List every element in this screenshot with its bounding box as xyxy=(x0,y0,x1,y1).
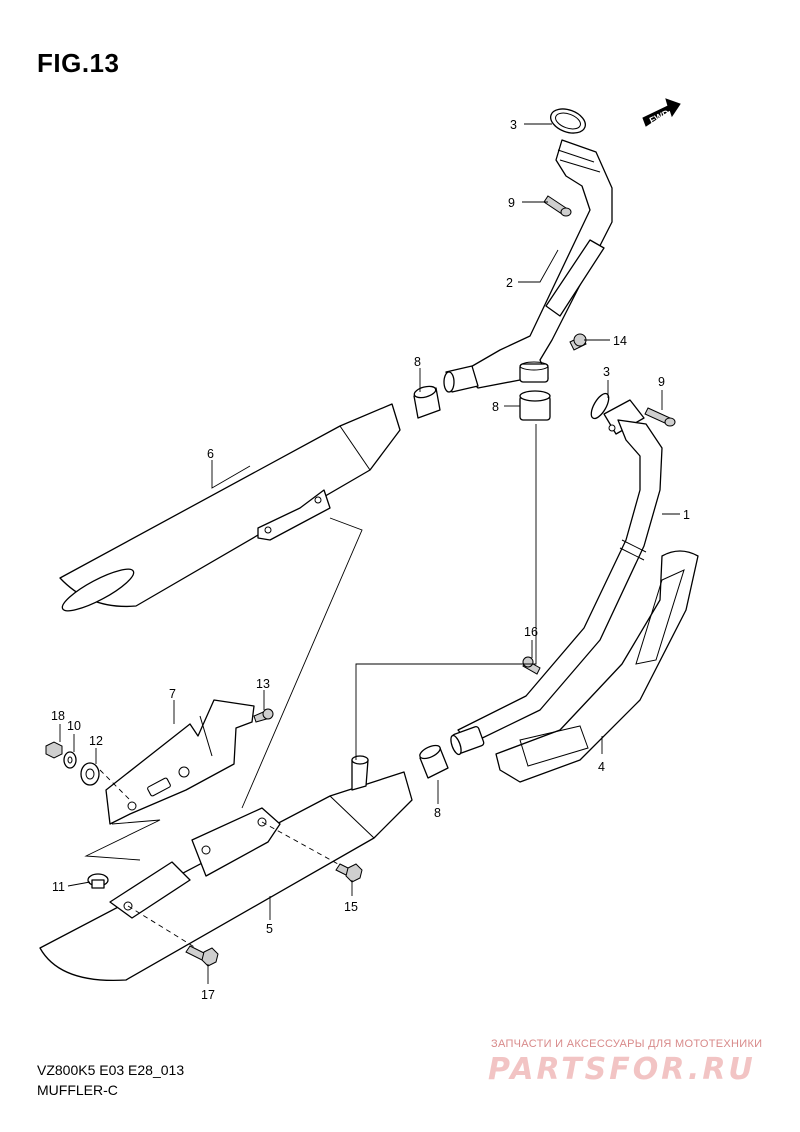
bolt-joint xyxy=(569,333,587,351)
muffler-bracket xyxy=(105,699,255,825)
watermark-logo: PARTSFOR.RU xyxy=(488,1052,756,1087)
rear-pipe-flange xyxy=(603,399,645,435)
callout-4: 4 xyxy=(598,760,605,774)
bolt-muffler-lower xyxy=(185,945,219,967)
callout-9-upper: 9 xyxy=(508,196,515,210)
callout-12: 12 xyxy=(89,734,103,748)
cushion-12 xyxy=(80,762,100,786)
section-name: MUFFLER-C xyxy=(37,1082,118,1098)
lower-muffler xyxy=(39,755,413,982)
rear-pipe-heat-shield xyxy=(495,550,699,783)
callout-7: 7 xyxy=(169,687,176,701)
gasket-ring-upper xyxy=(550,108,586,134)
watermark-tagline: ЗАПЧАСТИ И АКСЕССУАРЫ ДЛЯ МОТОТЕХНИКИ xyxy=(491,1038,763,1050)
callout-16: 16 xyxy=(524,625,538,639)
callout-3-upper: 3 xyxy=(510,118,517,132)
callout-leaders xyxy=(59,123,680,984)
callout-8-upper-left: 8 xyxy=(414,355,421,369)
pipe-sleeve-upper-left xyxy=(413,385,441,419)
callout-11: 11 xyxy=(52,880,65,894)
bolt-muffler-mount xyxy=(335,863,363,883)
nut-18 xyxy=(45,741,63,759)
callout-14: 14 xyxy=(613,334,627,348)
forward-direction-arrow: FWD xyxy=(642,98,681,127)
figure-title: FIG.13 xyxy=(37,48,120,78)
collar-11 xyxy=(87,873,109,889)
callout-2: 2 xyxy=(506,276,513,290)
pipe-sleeve-upper-right xyxy=(519,390,551,421)
callout-5: 5 xyxy=(266,922,273,936)
gasket-ring-lower xyxy=(590,392,610,420)
assembly-guide-lines xyxy=(84,424,537,949)
callout-3-lower: 3 xyxy=(603,365,610,379)
bolt-shield xyxy=(522,656,541,675)
callout-9-lower: 9 xyxy=(658,375,665,389)
callout-8-upper-right: 8 xyxy=(492,400,499,414)
callout-6: 6 xyxy=(207,447,214,461)
callout-8-lower: 8 xyxy=(434,806,441,820)
callout-1: 1 xyxy=(683,508,690,522)
bolt-upper-flange xyxy=(543,195,572,217)
callout-15: 15 xyxy=(344,900,358,914)
bolt-lower-flange xyxy=(644,407,676,427)
upper-muffler xyxy=(59,403,401,612)
callout-labels: 3 9 2 14 8 8 3 9 6 1 16 7 13 18 10 12 4 … xyxy=(51,118,690,1002)
model-code: VZ800K5 E03 E28_013 xyxy=(37,1062,185,1078)
callout-13: 13 xyxy=(256,677,270,691)
callout-18: 18 xyxy=(51,709,65,723)
pipe-sleeve-lower xyxy=(419,744,449,779)
callout-17: 17 xyxy=(201,988,215,1002)
bolt-bracket xyxy=(253,708,274,723)
washer-10 xyxy=(63,751,77,769)
callout-10: 10 xyxy=(67,719,81,733)
rear-exhaust-pipe xyxy=(450,419,663,756)
front-exhaust-pipe xyxy=(443,139,613,393)
